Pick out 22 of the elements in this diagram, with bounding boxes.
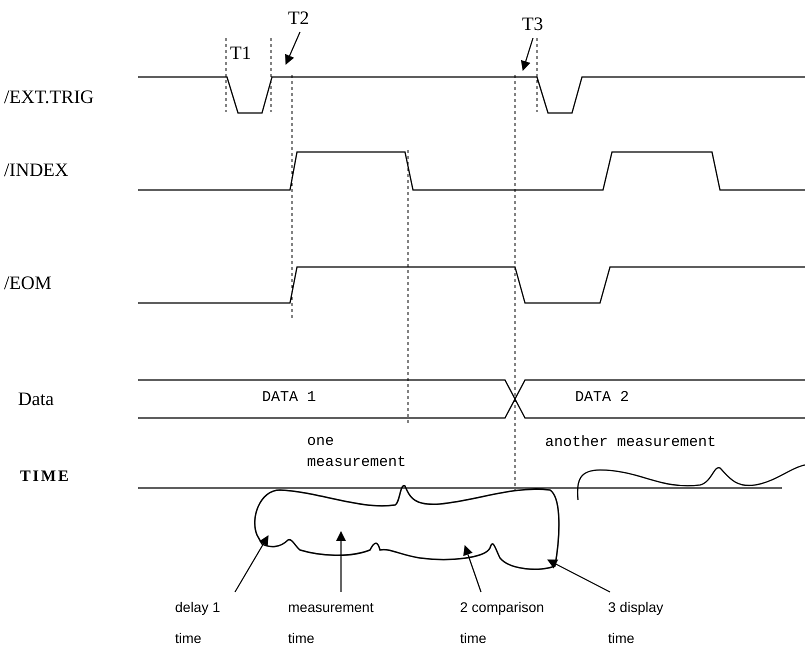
pointer-arrow bbox=[285, 32, 301, 65]
signal-name: /EOM bbox=[4, 273, 52, 295]
leader-line bbox=[463, 545, 482, 592]
leader-line bbox=[234, 535, 269, 592]
pointer-arrow bbox=[520, 38, 534, 71]
callout-text: 3 display time bbox=[608, 592, 683, 649]
timing-label: T2 bbox=[288, 8, 314, 32]
timing-label: T3 bbox=[522, 14, 548, 38]
leader-line bbox=[547, 559, 610, 593]
timing-label: T1 bbox=[230, 43, 252, 65]
annotation-text: one measurement bbox=[307, 432, 408, 473]
signal-name: Data bbox=[18, 389, 54, 411]
leader-line bbox=[336, 531, 346, 592]
callout-text: 2 comparison time bbox=[460, 592, 560, 649]
signal-name: /EXT.TRIG bbox=[4, 87, 94, 109]
data-label: DATA 1 bbox=[262, 389, 316, 406]
axis-name: TIME bbox=[20, 468, 71, 486]
annotation-text: another measurement bbox=[545, 434, 716, 451]
signal-name: /INDEX bbox=[4, 160, 68, 182]
data-label: DATA 2 bbox=[575, 389, 630, 406]
callout-text: measurement time bbox=[288, 592, 383, 649]
callout-text: delay 1 time bbox=[175, 592, 235, 649]
